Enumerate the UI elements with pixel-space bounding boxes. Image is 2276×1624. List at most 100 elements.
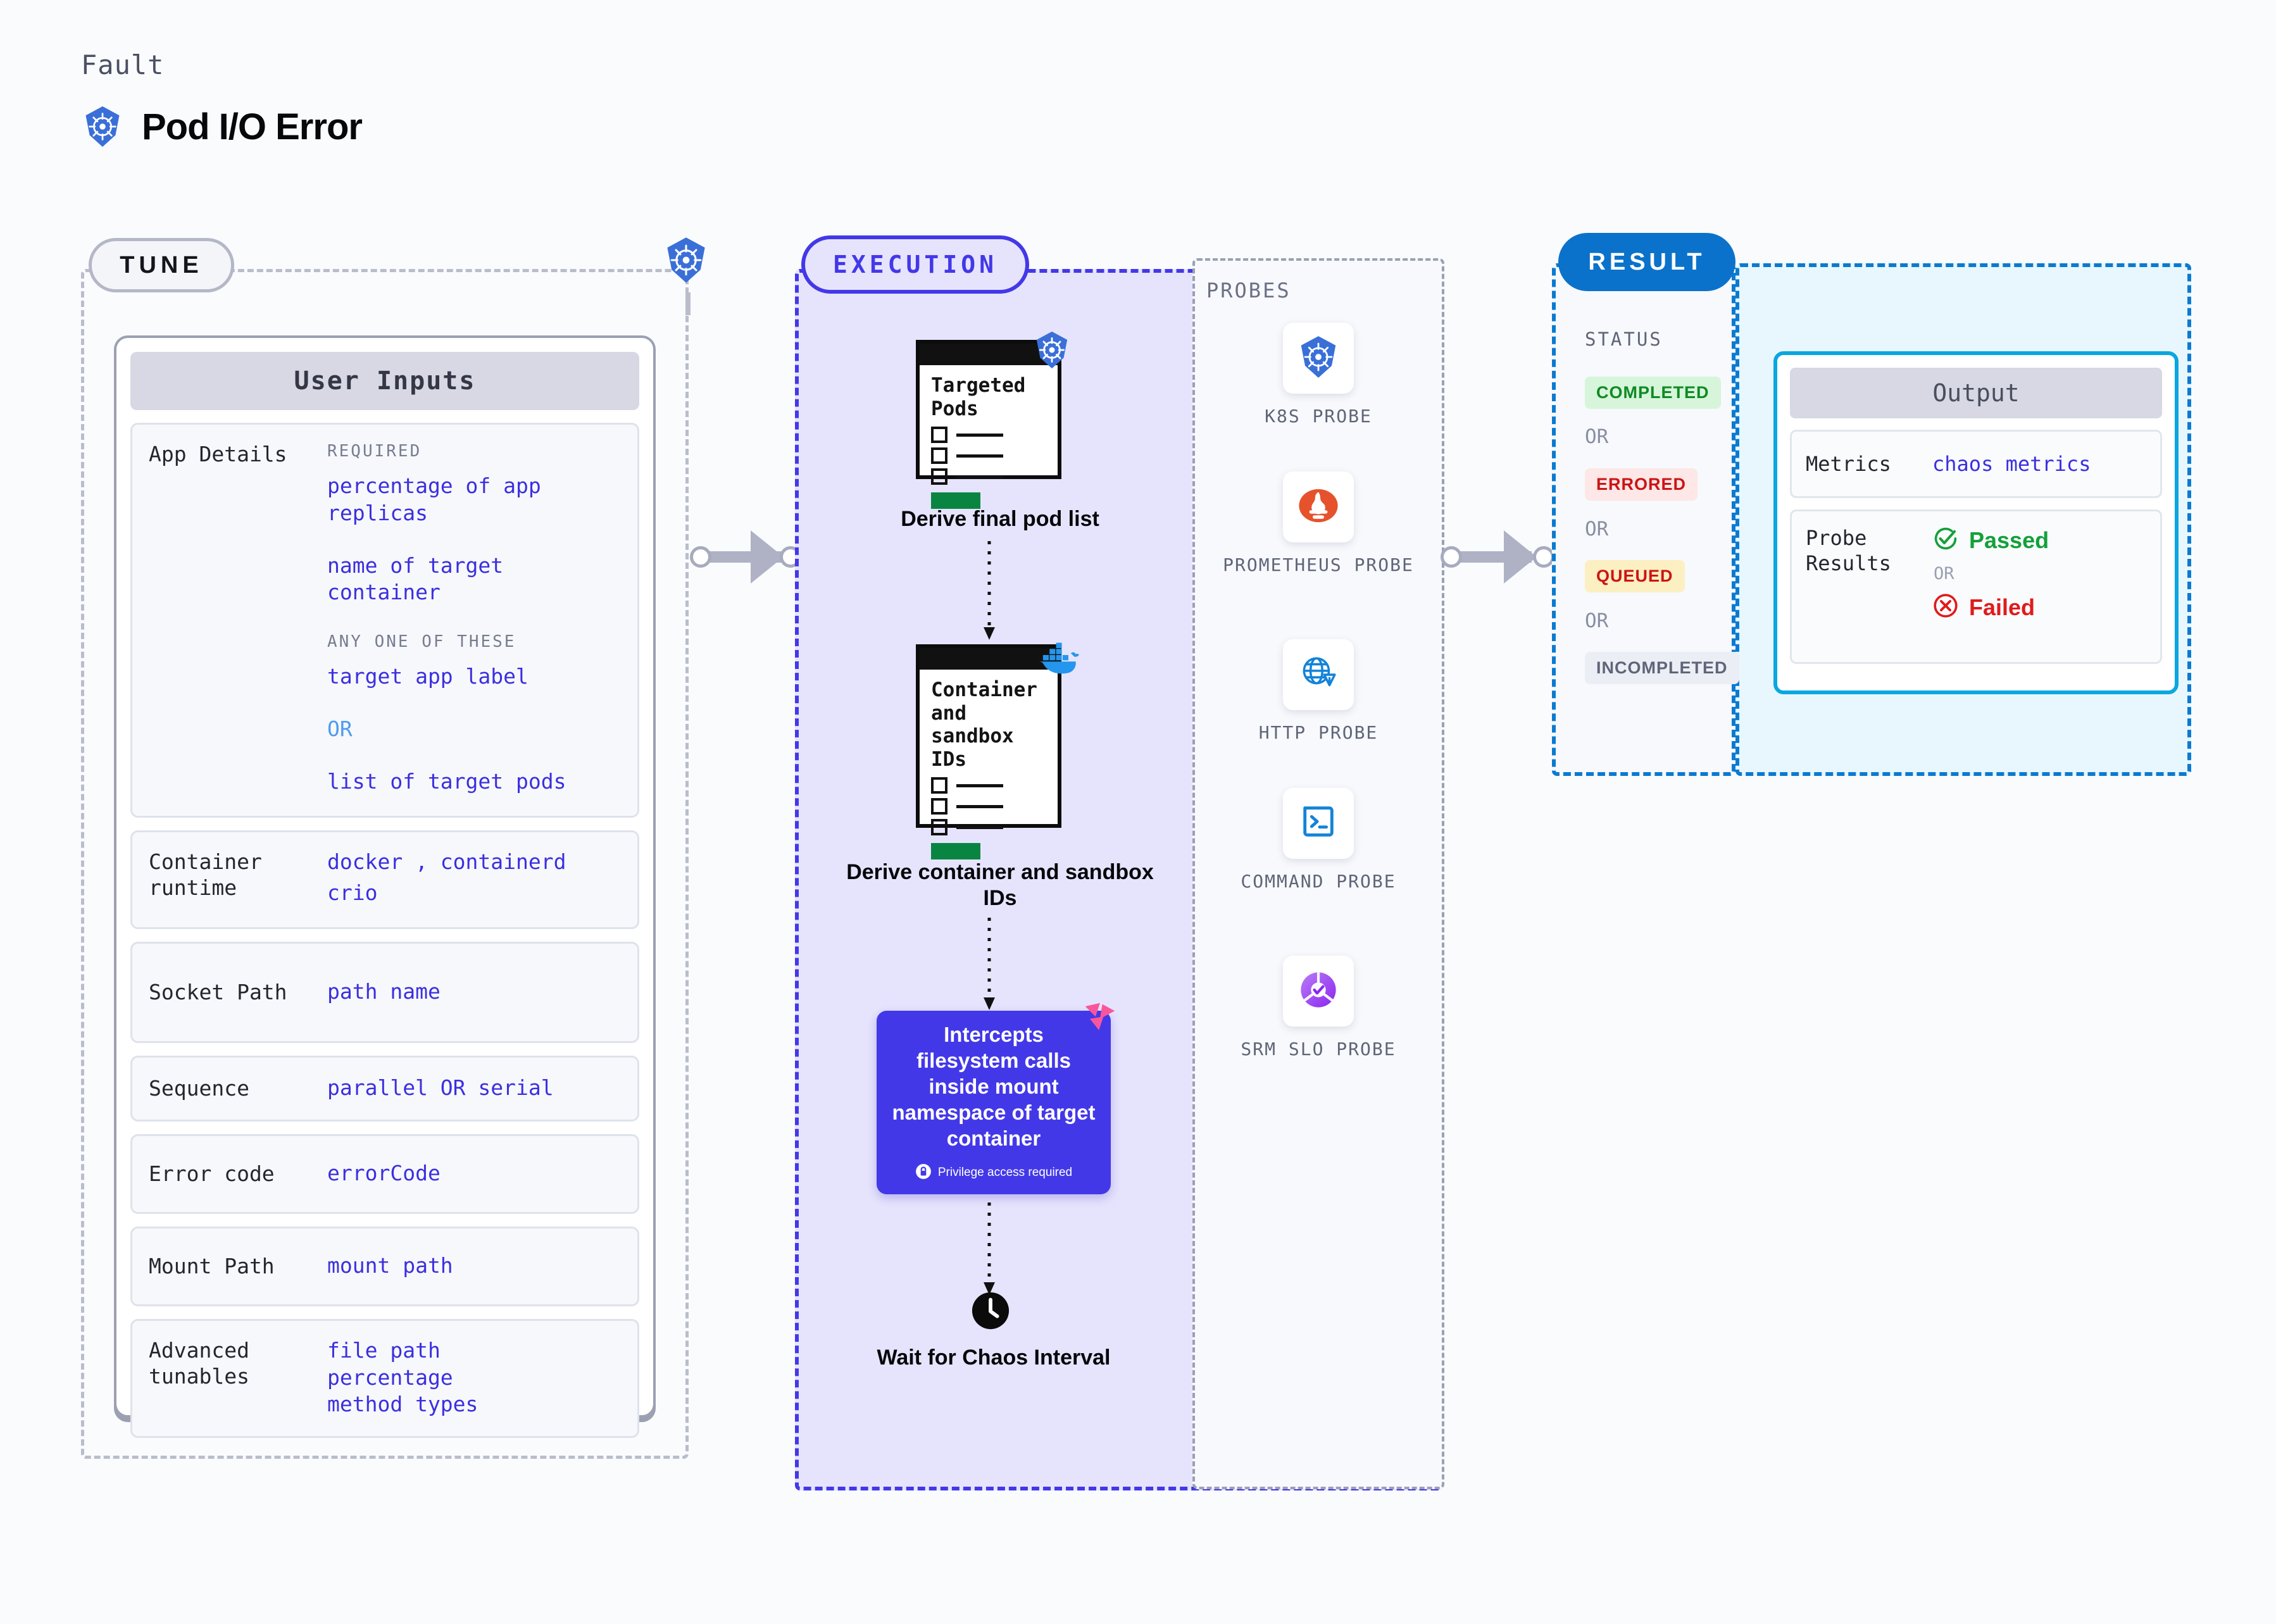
field-value: method types: [327, 1392, 478, 1417]
connector-tune-to-execution: [690, 528, 801, 585]
probe-label: HTTP PROBE: [1258, 722, 1379, 743]
user-inputs-title: User Inputs: [130, 352, 639, 410]
container-sandbox-title: Container and sandbox IDs: [931, 678, 1037, 771]
probe-prometheus[interactable]: PROMETHEUS PROBE: [1192, 472, 1444, 577]
progress-bar: [931, 843, 980, 860]
anyone-subhead: ANY ONE OF THESE: [327, 632, 516, 652]
field-label: Container runtime: [149, 849, 262, 901]
field-error-code[interactable]: Error code errorCode: [130, 1134, 639, 1214]
checkbox-icon: [931, 427, 947, 444]
probe-tile: [1283, 323, 1354, 394]
doc-checklist: [920, 771, 1058, 836]
probe-command[interactable]: COMMAND PROBE: [1192, 788, 1444, 893]
probe-srm-slo[interactable]: SRM SLO PROBE: [1192, 956, 1444, 1061]
required-subhead: REQUIRED: [327, 442, 422, 461]
output-metrics-row[interactable]: Metrics chaos metrics: [1790, 430, 2162, 498]
fault-title-row: Pod I/O Error: [81, 104, 363, 149]
terminal-icon: [1299, 804, 1338, 844]
checkbox-icon: [931, 777, 947, 794]
probe-result-passed: Passed: [1932, 525, 2049, 555]
metrics-label: Metrics: [1806, 452, 1891, 476]
status-badge-errored: ERRORED: [1585, 468, 1698, 501]
probe-tile: [1283, 472, 1354, 542]
probe-result-failed: Failed: [1932, 592, 2049, 622]
tune-stage-panel: [81, 269, 689, 1459]
targeted-pods-title: Targeted Pods: [931, 374, 1026, 420]
field-value: name of target container: [327, 553, 504, 605]
probes-panel: [1192, 258, 1444, 1489]
field-value: mount path: [327, 1253, 453, 1278]
output-card: Output Metrics chaos metrics Probe Resul…: [1773, 351, 2179, 694]
step1-caption: Derive final pod list: [901, 507, 1099, 531]
failed-label: Failed: [1969, 594, 2035, 620]
field-mount-path[interactable]: Mount Path mount path: [130, 1226, 639, 1306]
step4-caption: Wait for Chaos Interval: [877, 1346, 1111, 1370]
kubernetes-pin-stem: [685, 292, 691, 315]
field-label: Sequence: [149, 1075, 249, 1101]
result-stage-pill: RESULT: [1558, 233, 1735, 291]
probe-tile: [1283, 956, 1354, 1027]
prometheus-icon: [1296, 483, 1341, 532]
status-badge-incompleted: INCOMPLETED: [1585, 652, 1739, 684]
field-value: percentage: [327, 1365, 453, 1390]
field-label: Advanced tunables: [149, 1337, 249, 1389]
kubernetes-badge-icon: [1032, 330, 1072, 373]
globe-warning-icon: [1297, 653, 1339, 697]
lock-icon: [915, 1163, 932, 1183]
kubernetes-icon: [81, 104, 124, 149]
step2-caption: Derive container and sandbox IDs: [846, 860, 1154, 910]
probe-label: K8S PROBE: [1265, 406, 1372, 427]
page-title: Pod I/O Error: [142, 106, 363, 147]
probe-http[interactable]: HTTP PROBE: [1192, 639, 1444, 744]
field-value: list of target pods: [327, 768, 566, 794]
or-label: OR: [1585, 518, 1609, 540]
flow-arrow-1: [984, 541, 995, 640]
probe-results-label: Probe Results: [1806, 526, 1891, 575]
probe-label: PROMETHEUS PROBE: [1223, 554, 1414, 575]
field-label: Error code: [149, 1161, 275, 1186]
probe-tile: [1283, 639, 1354, 710]
docker-icon: [1030, 641, 1079, 684]
flow-arrow-2: [984, 918, 995, 1010]
status-badge-completed: COMPLETED: [1585, 377, 1721, 409]
progress-bar: [931, 492, 980, 509]
user-inputs-card: User Inputs App Details REQUIRED percent…: [114, 335, 656, 1438]
probe-label: SRM SLO PROBE: [1241, 1039, 1396, 1059]
x-circle-icon: [1932, 592, 1959, 622]
field-value: crio: [327, 880, 378, 905]
field-container-runtime[interactable]: Container runtime docker , containerd cr…: [130, 830, 639, 929]
probe-k8s[interactable]: K8S PROBE: [1192, 323, 1444, 428]
field-app-details[interactable]: App Details REQUIRED percentage of app r…: [130, 423, 639, 818]
field-value: path name: [327, 979, 441, 1004]
status-badge-queued: QUEUED: [1585, 560, 1685, 592]
output-probe-results-row[interactable]: Probe Results Passed OR: [1790, 509, 2162, 664]
field-socket-path[interactable]: Socket Path path name: [130, 941, 639, 1043]
checkbox-icon: [931, 798, 947, 815]
field-sequence[interactable]: Sequence parallel OR serial: [130, 1055, 639, 1121]
field-label: Mount Path: [149, 1253, 275, 1278]
container-sandbox-card: Container and sandbox IDs: [916, 644, 1061, 860]
doc-checklist: [920, 420, 1058, 485]
probes-title: PROBES: [1206, 278, 1291, 303]
connector-execution-to-result: [1441, 528, 1554, 585]
or-label: OR: [1934, 564, 1954, 584]
or-label: OR: [1585, 425, 1609, 448]
passed-label: Passed: [1969, 527, 2049, 553]
tune-stage-pill: TUNE: [89, 238, 234, 292]
field-value: target app label: [327, 664, 528, 689]
privilege-text: Privilege access required: [937, 1166, 1073, 1180]
probe-tile: [1283, 788, 1354, 859]
kubernetes-icon: [1296, 334, 1341, 383]
targeted-pods-card: Targeted Pods: [916, 340, 1061, 509]
field-advanced-tunables[interactable]: Advanced tunables file path percentage m…: [130, 1318, 639, 1438]
field-value: docker , containerd: [327, 849, 566, 874]
execution-stage-pill: EXECUTION: [801, 235, 1029, 294]
flow-arrow-3: [984, 1202, 995, 1295]
checkbox-icon: [931, 819, 947, 836]
srm-slo-icon: [1297, 968, 1340, 1015]
intercept-info-card: Intercepts filesystem calls inside mount…: [877, 1003, 1115, 1194]
fault-kicker: Fault: [81, 49, 165, 80]
field-value: percentage of app replicas: [327, 473, 541, 525]
clock-icon: [971, 1291, 1010, 1334]
